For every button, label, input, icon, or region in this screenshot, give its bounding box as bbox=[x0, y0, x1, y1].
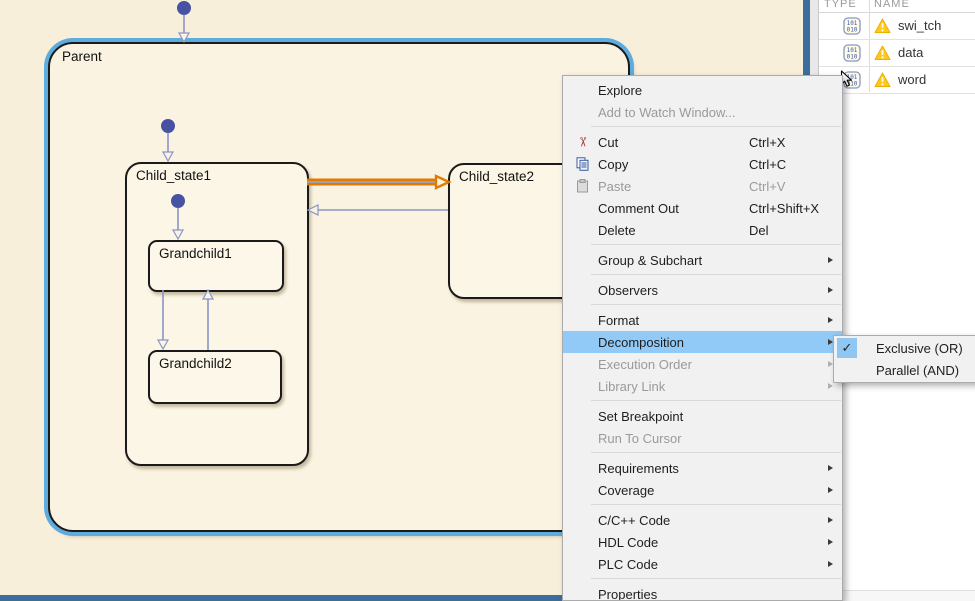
menu-item-hdl-code[interactable]: HDL Code bbox=[563, 531, 842, 553]
menu-item-delete[interactable]: Delete Del bbox=[598, 222, 769, 238]
symbol-name[interactable]: swi_tch bbox=[898, 18, 942, 33]
submenu-arrow-icon bbox=[828, 287, 833, 293]
symbols-panel-header: TYPE NAME bbox=[819, 0, 975, 13]
submenu-arrow-icon bbox=[828, 317, 833, 323]
canvas-bottom-edge bbox=[0, 595, 810, 601]
submenu-arrow-icon bbox=[828, 487, 833, 493]
menu-separator bbox=[591, 504, 841, 505]
menu-item-c-cpp-code[interactable]: C/C++ Code bbox=[563, 509, 842, 531]
menu-item-set-breakpoint[interactable]: Set Breakpoint bbox=[598, 408, 684, 424]
cut-icon: ✂ bbox=[575, 136, 590, 148]
submenu-item-parallel-and[interactable]: Parallel (AND) bbox=[876, 362, 960, 378]
warning-icon bbox=[874, 18, 891, 39]
symbol-row-data[interactable]: 101 010 data bbox=[819, 40, 975, 67]
submenu-arrow-icon bbox=[828, 517, 833, 523]
menu-item-copy[interactable]: Copy Ctrl+C bbox=[563, 153, 842, 175]
menu-item-paste[interactable]: Paste Ctrl+V bbox=[563, 175, 842, 197]
submenu-arrow-icon bbox=[828, 383, 833, 389]
menu-item-format[interactable]: Format bbox=[563, 309, 842, 331]
menu-item-run-to-cursor[interactable]: Run To Cursor bbox=[598, 430, 682, 446]
menu-separator bbox=[591, 304, 841, 305]
state-parent-label: Parent bbox=[62, 49, 102, 64]
menu-item-decomposition[interactable]: Decomposition bbox=[563, 331, 842, 353]
state-child2-label: Child_state2 bbox=[459, 169, 535, 184]
state-grandchild2-label: Grandchild2 bbox=[159, 356, 232, 371]
state-child1-label: Child_state1 bbox=[136, 168, 212, 183]
column-divider bbox=[869, 0, 870, 92]
submenu-arrow-icon bbox=[828, 561, 833, 567]
menu-item-execution-order[interactable]: Execution Order bbox=[563, 353, 842, 375]
menu-separator bbox=[591, 244, 841, 245]
column-header-name[interactable]: NAME bbox=[874, 0, 910, 10]
menu-item-group-subchart[interactable]: Group & Subchart bbox=[563, 249, 842, 271]
state-grandchild1[interactable]: Grandchild1 bbox=[148, 240, 284, 292]
symbol-name[interactable]: word bbox=[898, 72, 927, 87]
symbol-row-swi_tch[interactable]: 101 010 swi_tch bbox=[819, 13, 975, 40]
warning-icon bbox=[874, 72, 891, 93]
svg-text:010: 010 bbox=[847, 54, 858, 61]
svg-text:101: 101 bbox=[847, 47, 858, 54]
menu-item-coverage[interactable]: Coverage bbox=[563, 479, 842, 501]
paste-icon bbox=[571, 175, 593, 197]
panel-bottom-strip bbox=[819, 590, 975, 601]
menu-separator bbox=[591, 578, 841, 579]
menu-separator bbox=[591, 452, 841, 453]
menu-item-observers[interactable]: Observers bbox=[563, 279, 842, 301]
menu-item-comment-out[interactable]: Comment Out Ctrl+Shift+X bbox=[598, 200, 820, 216]
checkmark-icon: ✓ bbox=[837, 338, 857, 358]
svg-text:101: 101 bbox=[847, 20, 858, 27]
menu-item-cut[interactable]: ✂ Cut Ctrl+X bbox=[563, 131, 842, 153]
menu-item-library-link[interactable]: Library Link bbox=[563, 375, 842, 397]
svg-text:101: 101 bbox=[847, 74, 858, 81]
warning-icon bbox=[874, 45, 891, 66]
submenu-arrow-icon bbox=[828, 539, 833, 545]
column-header-type[interactable]: TYPE bbox=[824, 0, 857, 10]
menu-separator bbox=[591, 400, 841, 401]
symbol-name[interactable]: data bbox=[898, 45, 924, 60]
submenu-item-exclusive-or[interactable]: ✓ Exclusive (OR) bbox=[834, 337, 975, 359]
state-grandchild1-label: Grandchild1 bbox=[159, 246, 232, 261]
copy-icon bbox=[571, 153, 593, 175]
submenu-arrow-icon bbox=[828, 465, 833, 471]
svg-text:010: 010 bbox=[847, 81, 858, 88]
data-type-icon: 101 010 bbox=[843, 17, 861, 40]
data-type-icon: 101 010 bbox=[843, 44, 861, 67]
svg-text:010: 010 bbox=[847, 27, 858, 34]
decomposition-submenu: ✓ Exclusive (OR) Parallel (AND) bbox=[833, 335, 975, 383]
submenu-arrow-icon bbox=[828, 339, 833, 345]
submenu-arrow-icon bbox=[828, 257, 833, 263]
menu-item-requirements[interactable]: Requirements bbox=[563, 457, 842, 479]
menu-item-add-to-watch-window[interactable]: Add to Watch Window... bbox=[598, 104, 736, 120]
default-transition-parent[interactable] bbox=[177, 1, 191, 44]
state-grandchild2[interactable]: Grandchild2 bbox=[148, 350, 282, 404]
menu-separator bbox=[591, 126, 841, 127]
submenu-arrow-icon bbox=[828, 361, 833, 367]
menu-item-plc-code[interactable]: PLC Code bbox=[563, 553, 842, 575]
state-child1[interactable]: Child_state1 bbox=[125, 162, 309, 466]
menu-item-explore[interactable]: Explore bbox=[598, 82, 643, 98]
context-menu: Explore Add to Watch Window... ✂ Cut Ctr… bbox=[562, 75, 843, 601]
menu-separator bbox=[591, 274, 841, 275]
menu-item-properties[interactable]: Properties bbox=[598, 586, 658, 601]
